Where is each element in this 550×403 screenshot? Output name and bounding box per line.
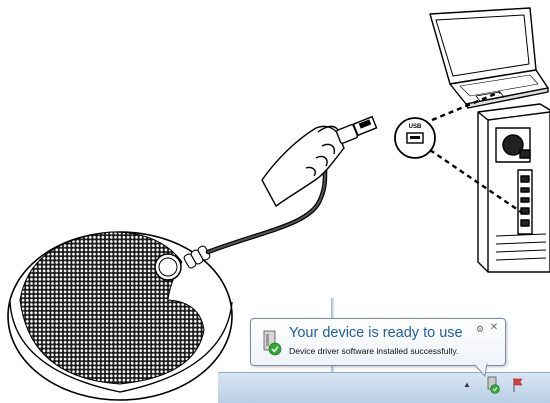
close-icon[interactable]: ✕ (489, 322, 499, 333)
laptop (429, 7, 549, 109)
dashed-line-to-laptop (431, 90, 501, 122)
notification-title: Your device is ready to use (289, 325, 463, 341)
action-center-flag-icon[interactable] (512, 377, 524, 393)
desktop-tower (477, 103, 550, 273)
taskbar (218, 372, 550, 403)
notification-tail (472, 363, 488, 377)
usb-port-callout (394, 90, 525, 215)
usb-plug (335, 115, 378, 144)
device-installed-icon[interactable] (486, 376, 500, 394)
wrench-icon[interactable]: ⚙ (475, 324, 485, 334)
usb-label: USB (408, 124, 422, 130)
show-hidden-icons-arrow-icon[interactable]: ▲ (463, 380, 471, 389)
dashed-line-to-tower (429, 149, 525, 215)
cable-strain-relief (183, 245, 211, 269)
speakerphone-device (7, 231, 233, 401)
hand-holding-plug (261, 115, 378, 208)
device-ready-notification[interactable]: Your device is ready to use Device drive… (250, 318, 506, 366)
device-check-icon (263, 330, 282, 356)
notification-message: Device driver software installed success… (289, 346, 459, 356)
